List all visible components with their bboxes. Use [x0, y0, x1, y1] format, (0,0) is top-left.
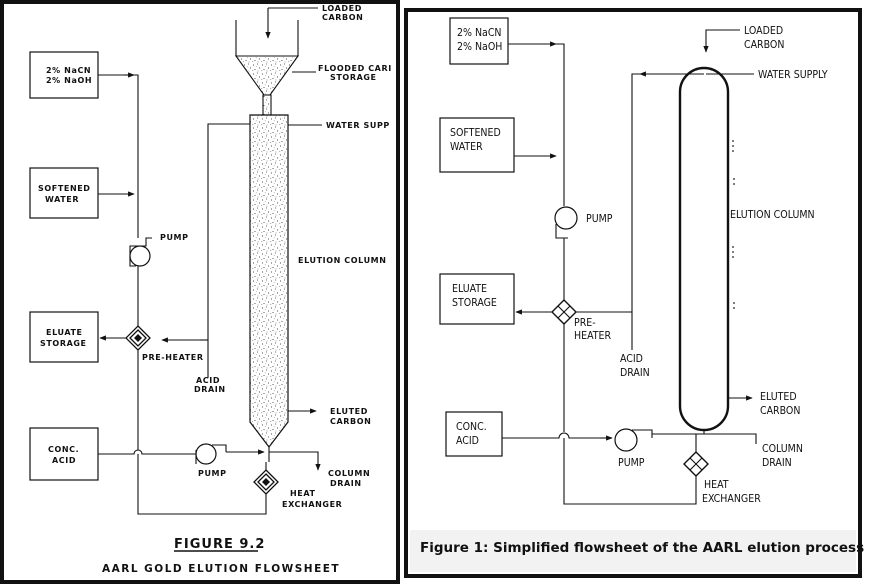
water-supply-label: WATER SUPP — [326, 121, 390, 130]
right-figure: 2% NaCN 2% NaOH SOFTENED WATER PUMP LOAD… — [404, 8, 864, 578]
r-reagent-feed-line — [508, 43, 565, 206]
r-elution-column-body — [678, 66, 730, 432]
left-figure-number: FIGURE 9.2 — [174, 537, 265, 552]
pump-top-label: PUMP — [160, 233, 189, 242]
left-figure-border — [0, 0, 400, 584]
r-pump-bottom-label: PUMP — [618, 457, 645, 469]
r-conc-acid-label-1: CONC. — [456, 421, 487, 433]
r-elution-column-label: ELUTION COLUMN — [730, 209, 815, 221]
r-column-speckle — [732, 140, 735, 312]
r-reagent-label-1: 2% NaCN — [457, 27, 502, 39]
r-hx-return-line — [563, 438, 697, 505]
reagent-label-2: 2% NaOH — [46, 76, 92, 85]
r-loaded-carbon-label-1: LOADED — [744, 25, 783, 37]
r-pre-heater-label-2: HEATER — [574, 330, 611, 342]
r-reagent-box-nacn-naoh — [449, 17, 509, 65]
pump-bottom-label: PUMP — [198, 469, 227, 478]
r-eluate-storage-label-2: STORAGE — [452, 297, 497, 309]
reagent-box-nacn-naoh — [29, 51, 99, 99]
pump-top-icon — [129, 237, 152, 267]
elution-column-label: ELUTION COLUMN — [298, 256, 387, 265]
pre-heater-label: PRE-HEATER — [142, 353, 204, 362]
r-eluate-storage-label-1: ELUATE — [452, 283, 487, 295]
pump-bottom-icon — [195, 443, 227, 465]
eluate-storage-label-2: STORAGE — [40, 339, 87, 348]
conc-acid-label-1: CONC. — [48, 445, 79, 454]
reagent-feed-line — [98, 74, 139, 238]
r-softened-water-label-2: WATER — [450, 141, 483, 153]
softened-water-box — [29, 167, 99, 219]
hopper-transfer-pipe — [262, 94, 272, 116]
softened-water-label-1: SOFTENED — [38, 184, 91, 193]
r-column-drain-line — [704, 433, 757, 444]
r-conc-acid-label-2: ACID — [456, 435, 479, 447]
r-softened-water-box — [439, 117, 515, 173]
elution-column-body — [249, 114, 289, 448]
conc-acid-box — [29, 427, 99, 481]
column-drain-label-1: COLUMN — [328, 469, 370, 478]
r-eluted-carbon-label-2: CARBON — [760, 405, 800, 417]
r-acid-drain-label-2: DRAIN — [620, 367, 650, 379]
conc-acid-label-2: ACID — [52, 456, 76, 465]
heat-exchanger-label-1: HEAT — [290, 489, 316, 498]
heat-exchanger-label-2: EXCHANGER — [282, 500, 342, 509]
r-pre-heater-label-1: PRE- — [574, 317, 596, 329]
r-heat-exchanger-label-1: HEAT — [704, 479, 729, 491]
r-water-supply-label: WATER SUPPLY — [758, 69, 828, 81]
r-softened-water-label-1: SOFTENED — [450, 127, 501, 139]
r-pump-top-label: PUMP — [586, 213, 613, 225]
hx-return-line — [137, 454, 267, 515]
column-drain-arrow — [269, 451, 321, 471]
softened-water-label-2: WATER — [45, 195, 79, 204]
r-figure-caption: Figure 1: Simplified flowsheet of the AA… — [420, 540, 864, 556]
acid-drain-label-1: ACID — [196, 376, 220, 385]
r-pump-bottom-icon — [614, 428, 653, 452]
pre-heater-icon — [125, 325, 151, 351]
loaded-carbon-label-1: LOADED — [322, 4, 362, 13]
acid-drain-label-2: DRAIN — [194, 385, 226, 394]
left-figure: LOADED CARBON FLOODED CARI STORAGE ELUTI… — [0, 0, 400, 584]
r-conc-acid-box — [445, 411, 503, 457]
r-heat-exchanger-label-2: EXCHANGER — [702, 493, 761, 505]
heat-exchanger-icon — [253, 469, 279, 495]
column-drain-label-2: DRAIN — [330, 479, 362, 488]
r-column-drain-label-2: DRAIN — [762, 457, 792, 469]
r-loaded-carbon-label-2: CARBON — [744, 39, 784, 51]
r-reagent-label-2: 2% NaOH — [457, 41, 502, 53]
eluate-storage-label-1: ELUATE — [46, 328, 83, 337]
eluted-carbon-label-2: CARBON — [330, 417, 371, 426]
flooded-storage-label-2: STORAGE — [330, 73, 377, 82]
flooded-storage-label-1: FLOODED CARI — [318, 64, 392, 73]
eluted-carbon-label-1: ELUTED — [330, 407, 368, 416]
r-acid-drain-label-1: ACID — [620, 353, 643, 365]
r-eluted-carbon-label-1: ELUTED — [760, 391, 797, 403]
r-caption-band — [410, 530, 856, 572]
r-loaded-carbon-arrow — [703, 29, 740, 53]
acid-feed-line — [98, 449, 196, 455]
left-figure-title: AARL GOLD ELUTION FLOWSHEET — [102, 563, 340, 575]
reagent-label-1: 2% NaCN — [46, 66, 91, 75]
loaded-carbon-label-2: CARBON — [322, 13, 363, 22]
eluate-storage-box — [29, 311, 99, 363]
acid-drain-line — [207, 123, 250, 378]
r-column-drain-label-1: COLUMN — [762, 443, 803, 455]
r-acid-feed-line — [502, 432, 612, 439]
r-acid-drain-line — [631, 73, 704, 350]
r-eluate-storage-box — [439, 273, 515, 325]
